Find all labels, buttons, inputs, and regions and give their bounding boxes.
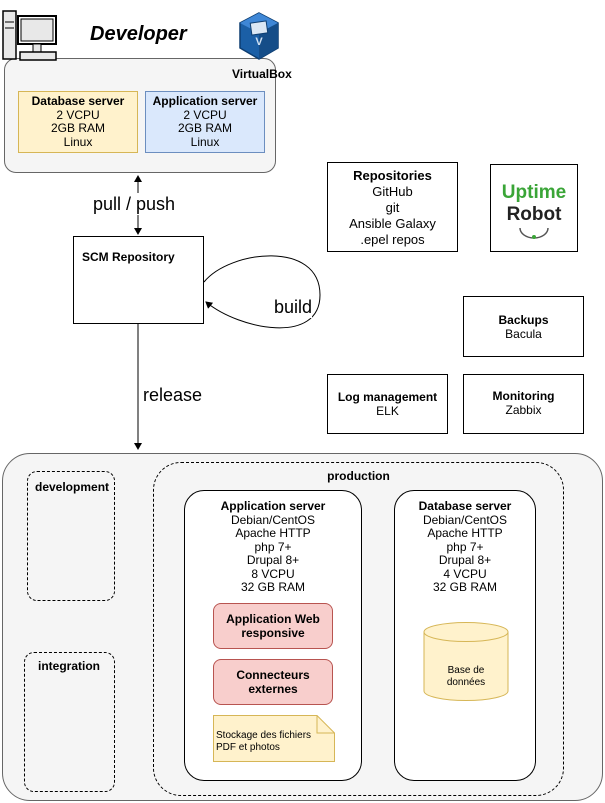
production-label: production <box>327 469 390 483</box>
monitoring-subtitle: Zabbix <box>505 402 542 417</box>
uptime-robot-logo-line1: Uptime <box>501 182 567 203</box>
developer-title: Developer <box>90 23 187 45</box>
prod-db-line: Debian/CentOS <box>422 512 508 527</box>
svg-text:V: V <box>255 36 263 48</box>
dev-app-line: 2 VCPU <box>183 107 227 122</box>
dev-database-server: Database server 2 VCPU 2GB RAM Linux <box>18 91 138 153</box>
app-web-line: Application Web <box>226 612 320 626</box>
prod-app-line: Drupal 8+ <box>246 553 300 567</box>
dev-db-title: Database server <box>31 94 125 108</box>
integration-env: integration <box>24 652 115 792</box>
database-line: Base de <box>447 665 485 676</box>
prod-db-line: Apache HTTP <box>427 526 503 540</box>
prod-app-line: 8 VCPU <box>251 566 295 581</box>
scm-title: SCM Repository <box>82 250 175 264</box>
virtualbox-icon: V <box>236 10 282 62</box>
app-web-responsive-box: Application Web responsive <box>213 603 333 649</box>
backups-box: Backups Bacula <box>463 296 584 357</box>
dev-db-line: 2 VCPU <box>56 107 100 122</box>
repositories-line: .epel repos <box>360 232 425 247</box>
prod-db-line: 32 GB RAM <box>432 580 498 594</box>
repositories-line: GitHub <box>372 184 413 199</box>
dev-db-line: 2GB RAM <box>50 121 105 135</box>
backups-subtitle: Bacula <box>505 326 542 341</box>
repositories-line: git <box>385 200 400 215</box>
integration-label: integration <box>38 659 100 673</box>
log-management-subtitle: ELK <box>376 403 399 418</box>
repositories-title: Repositories <box>353 168 432 183</box>
dev-app-title: Application server <box>152 94 258 108</box>
repositories-line: Ansible Galaxy <box>349 216 436 231</box>
dev-application-server: Application server 2 VCPU 2GB RAM Linux <box>145 91 265 153</box>
pull-push-label: pull / push <box>92 193 177 215</box>
backups-title: Backups <box>498 313 549 327</box>
note-shape-icon <box>213 715 335 762</box>
development-env: development <box>27 471 115 601</box>
monitoring-title: Monitoring <box>492 389 555 403</box>
uptime-robot-arc-icon <box>519 227 549 239</box>
dev-app-line: Linux <box>190 134 220 149</box>
connecteurs-externes-box: Connecteurs externes <box>213 659 333 705</box>
repositories-box: Repositories GitHub git Ansible Galaxy .… <box>327 162 458 252</box>
dev-db-line: Linux <box>63 134 93 149</box>
storage-note: Stockage des fichiers PDF et photos <box>213 715 335 762</box>
connecteurs-line: externes <box>248 681 298 696</box>
scm-repository: SCM Repository <box>73 236 204 324</box>
prod-db-line: Drupal 8+ <box>438 553 492 567</box>
log-management-title: Log management <box>337 390 438 404</box>
prod-app-line: 32 GB RAM <box>240 580 306 594</box>
monitoring-box: Monitoring Zabbix <box>463 374 584 434</box>
prod-db-title: Database server <box>418 499 512 513</box>
uptime-robot-logo-line2: Robot <box>506 204 562 225</box>
release-label: release <box>143 384 203 406</box>
database-icon <box>423 622 509 701</box>
prod-app-title: Application server <box>220 499 326 513</box>
connecteurs-line: Connecteurs <box>236 668 310 682</box>
prod-db-line: 4 VCPU <box>443 566 487 581</box>
virtualbox-label: VirtualBox <box>232 67 292 81</box>
prod-db-line: php 7+ <box>446 539 484 554</box>
build-label: build <box>274 296 313 318</box>
storage-line: PDF et photos <box>216 742 280 753</box>
database-cylinder: Base de données <box>423 622 509 702</box>
database-line: données <box>446 677 486 688</box>
log-management-box: Log management ELK <box>327 374 448 434</box>
production-env: production <box>153 462 564 796</box>
app-web-line: responsive <box>241 625 305 640</box>
prod-app-line: php 7+ <box>254 539 292 554</box>
dev-app-line: 2GB RAM <box>177 121 232 135</box>
uptime-robot-box: Uptime Robot <box>490 164 578 252</box>
storage-line: Stockage des fichiers <box>216 730 312 741</box>
prod-app-line: Apache HTTP <box>235 526 311 540</box>
prod-app-line: Debian/CentOS <box>230 512 316 527</box>
development-label: development <box>35 480 110 494</box>
computer-icon <box>0 8 60 64</box>
